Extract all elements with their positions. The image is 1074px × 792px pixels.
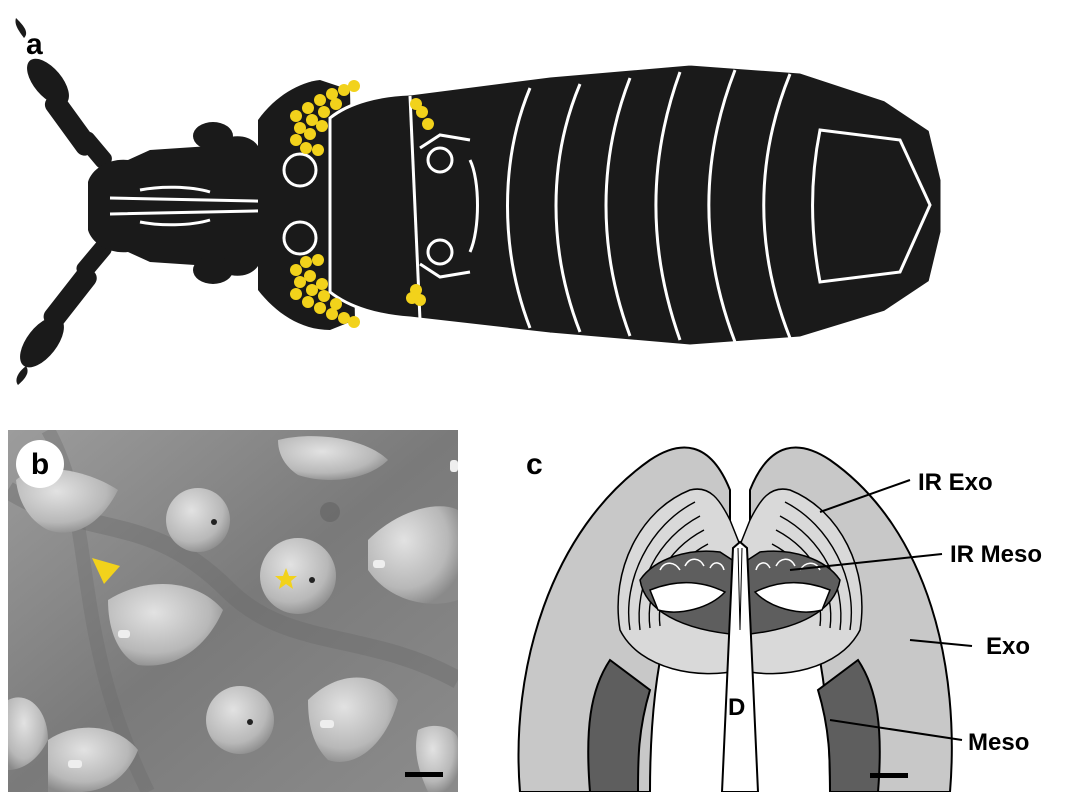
label-ir-meso: IR Meso <box>950 541 1042 568</box>
label-meso: Meso <box>968 729 1029 756</box>
panel-a-letter: a <box>26 28 43 61</box>
label-ir-exo: IR Exo <box>918 469 993 496</box>
scale-bar <box>405 772 443 777</box>
scale-bar <box>870 773 908 778</box>
panel-a-insect-diagram: a <box>0 0 1074 410</box>
panel-c-letter: c <box>526 448 543 481</box>
label-duct: D <box>728 694 745 721</box>
panel-c-gland-section: c IR Exo IR Meso <box>490 430 1074 792</box>
panel-b-sem-micrograph: b <box>8 430 458 792</box>
panel-b-letter: b <box>31 448 49 481</box>
label-exo: Exo <box>986 633 1030 660</box>
